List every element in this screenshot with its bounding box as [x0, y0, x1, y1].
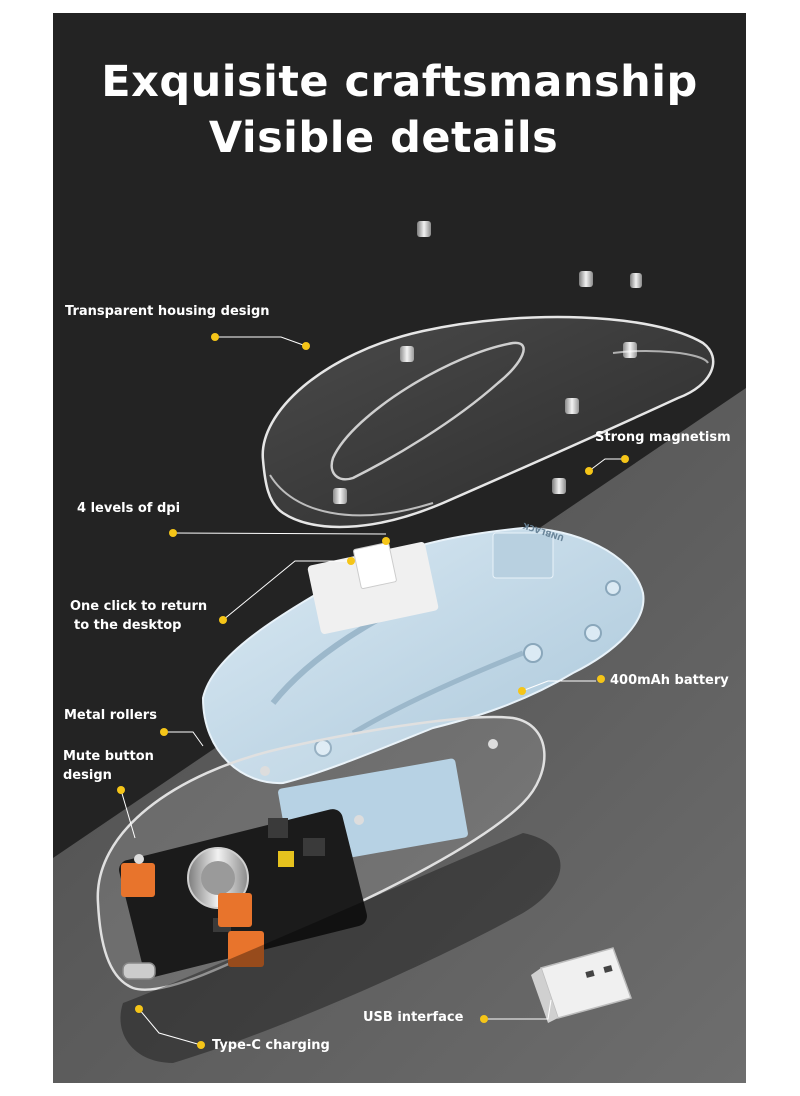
usb-receiver	[531, 947, 632, 1023]
callout-mute: Mute button design	[63, 747, 154, 785]
callout-mute-line2: design	[63, 768, 112, 783]
headline-line1: Exquisite craftsmanship	[101, 57, 698, 107]
callout-usb: USB interface	[363, 1010, 464, 1025]
callout-typec: Type-C charging	[212, 1038, 330, 1053]
floor-reflection	[120, 833, 561, 1063]
callout-housing: Transparent housing design	[65, 304, 270, 319]
callout-rollers: Metal rollers	[64, 708, 157, 723]
callout-dot-icons	[117, 333, 629, 1049]
mouse-exploded-illustration: UNBLACK	[53, 221, 746, 1083]
transparent-shell	[261, 315, 715, 529]
callout-battery: 400mAh battery	[610, 673, 729, 688]
callout-one-click: One click to return to the desktop	[70, 597, 207, 635]
callout-magnetism: Strong magnetism	[595, 430, 731, 445]
product-image-panel: UNBLACK Exquisite craftsmanship Visible …	[53, 13, 746, 1083]
bottom-base	[96, 715, 546, 991]
callout-lines	[120, 336, 625, 1046]
callout-dpi: 4 levels of dpi	[77, 501, 181, 516]
headline-line2: Visible details	[208, 113, 559, 163]
callout-mute-line1: Mute button	[63, 749, 154, 764]
callout-one-click-line2: to the desktop	[74, 618, 182, 633]
callout-one-click-line1: One click to return	[70, 599, 208, 614]
inner-frame	[201, 526, 645, 785]
